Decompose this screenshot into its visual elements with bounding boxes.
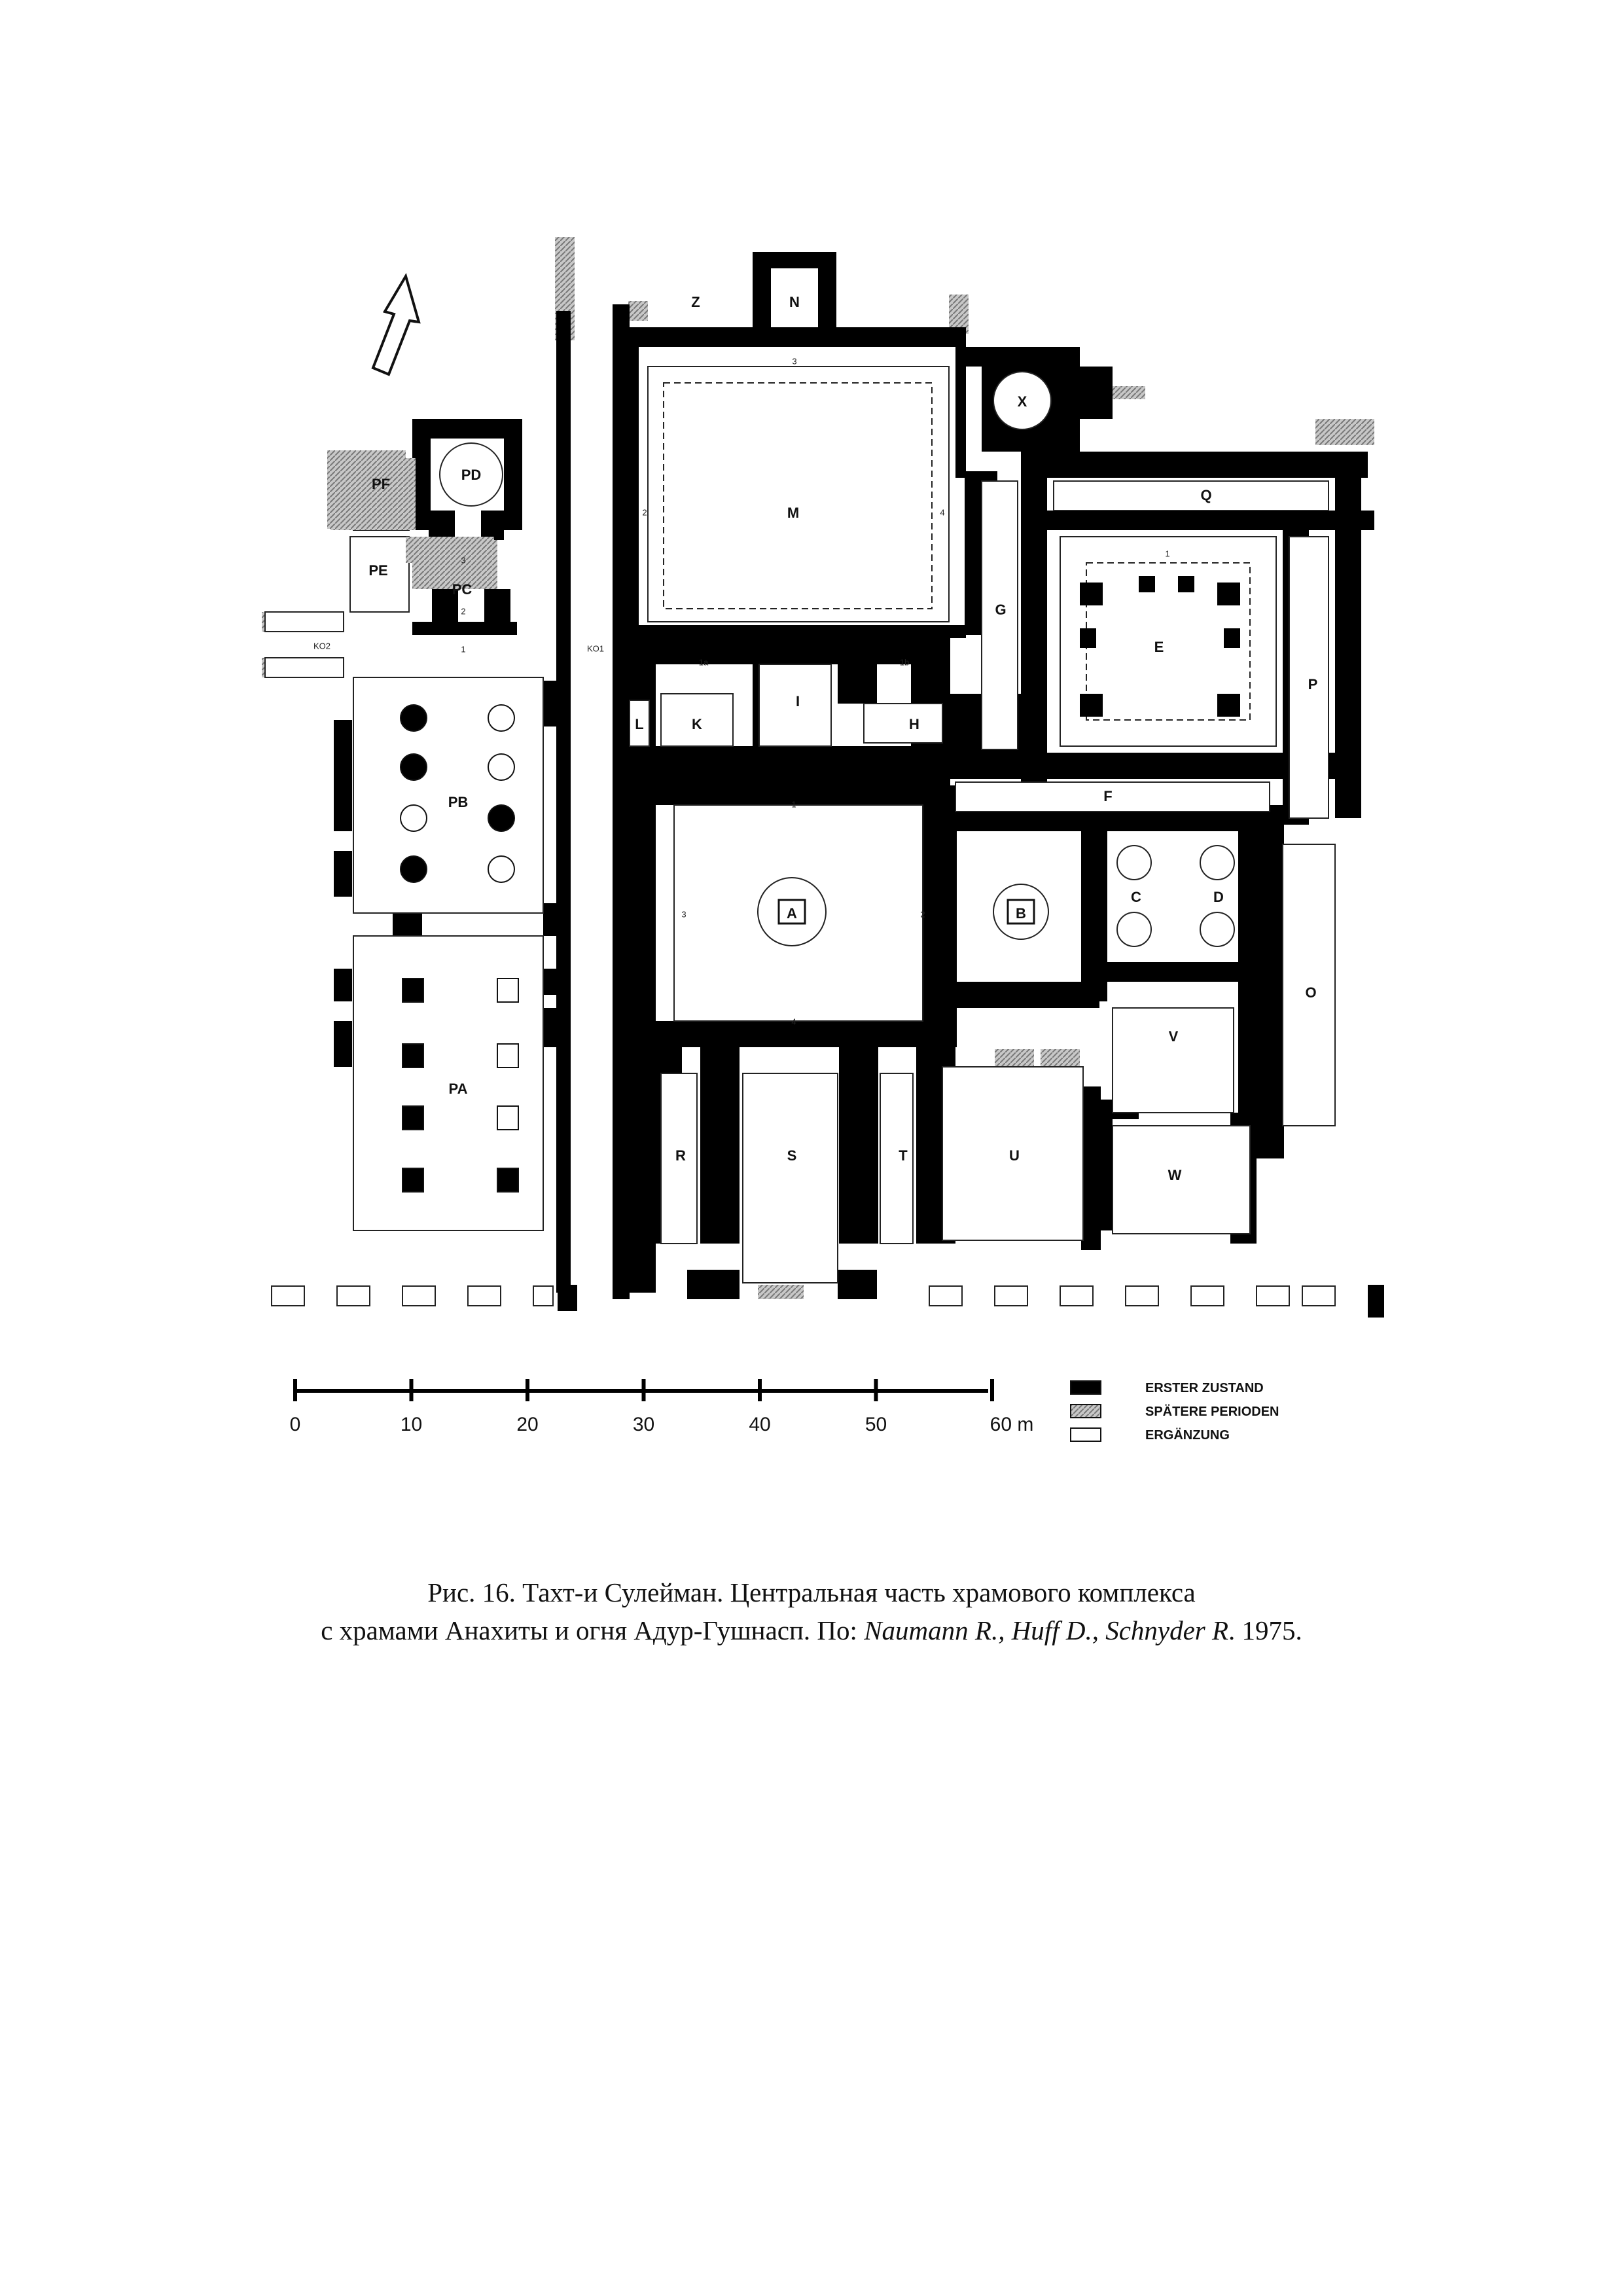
room-label-m: M	[787, 505, 799, 521]
room-label-u: U	[1009, 1147, 1020, 1164]
hatched-pc	[406, 537, 494, 563]
scale-tick-label: 20	[516, 1414, 538, 1435]
sub-label-10: 1	[791, 799, 796, 809]
sub-label-0: KO2	[313, 641, 330, 651]
sub-label-4: 1	[461, 644, 465, 654]
room-label-p: P	[1308, 676, 1318, 692]
room-label-c: C	[1131, 889, 1141, 905]
room-label-n: N	[789, 294, 800, 310]
legend: ERSTER ZUSTAND SPÄTERE PERIODEN ERGÄNZUNG	[1070, 1380, 1279, 1443]
room-label-t: T	[899, 1147, 908, 1164]
sub-label-12: 2	[920, 909, 925, 919]
room-label-a: A	[787, 905, 797, 922]
room-label-e: E	[1154, 639, 1164, 655]
e-court-pillars	[1080, 576, 1240, 717]
room-label-k: K	[692, 716, 702, 732]
south-bay-row	[271, 1285, 1336, 1306]
room-label-f: F	[1103, 788, 1112, 804]
pb-columns	[400, 704, 515, 883]
scale-bar: 0 10 20 30 40 50 60 m	[290, 1379, 1034, 1435]
room-label-pf: PF	[372, 476, 390, 492]
room-label-pa: PA	[449, 1081, 468, 1097]
room-label-q: Q	[1200, 487, 1211, 503]
scale-tick-label: 0	[290, 1414, 301, 1435]
room-label-g: G	[995, 601, 1006, 618]
room-label-o: O	[1305, 984, 1316, 1001]
sub-labels: KO2 KO1 3 2 1 1a 1b 3 2 4 1 3 2 4 1	[313, 356, 1170, 1026]
caption-line-2: с храмами Анахиты и огня Адур-Гушнасп. П…	[157, 1611, 1466, 1649]
room-label-b: B	[1016, 905, 1026, 922]
room-label-r: R	[675, 1147, 686, 1164]
legend-swatch	[1070, 1404, 1101, 1418]
legend-label: ERGÄNZUNG	[1145, 1427, 1230, 1443]
room-label-w: W	[1168, 1167, 1182, 1183]
rooms-outlines	[349, 366, 1336, 1283]
room-label-i: I	[796, 693, 800, 709]
caption-year: . 1975.	[1228, 1615, 1302, 1645]
altar-boxes	[777, 899, 1035, 925]
legend-label: ERSTER ZUSTAND	[1145, 1381, 1264, 1395]
sub-label-13: 4	[791, 1016, 796, 1026]
figure-caption: Рис. 16. Тахт-и Сулейман. Центральная ча…	[157, 1573, 1466, 1649]
room-label-pd: PD	[461, 467, 482, 483]
sub-label-9: 4	[940, 507, 944, 517]
room-label-pe: PE	[368, 562, 387, 579]
legend-label: SPÄTERE PERIODEN	[1145, 1404, 1279, 1419]
sub-label-14: 1	[1165, 548, 1169, 558]
room-label-l: L	[635, 716, 643, 732]
scale-tick-mark	[874, 1379, 878, 1401]
pa-piers	[402, 978, 519, 1193]
scale-tick-label: 10	[401, 1414, 422, 1435]
scale-tick-label: 60 m	[990, 1414, 1034, 1435]
room-labels: Z N X M Q PF PD PE PC E G P L K I H PB F A B C D O V PA R S T U W	[368, 294, 1317, 1183]
scale-tick-mark	[990, 1379, 994, 1401]
scale-tick-label: 40	[749, 1414, 770, 1435]
legend-swatch	[1070, 1427, 1101, 1442]
room-label-s: S	[787, 1147, 797, 1164]
sub-label-1: KO1	[587, 643, 604, 653]
sub-label-2: 3	[461, 555, 465, 565]
scale-tick-mark	[526, 1379, 529, 1401]
north-arrow-icon	[371, 272, 421, 376]
room-label-pc: PC	[452, 581, 473, 598]
scale-tick-mark	[409, 1379, 414, 1401]
sub-label-5: 1a	[699, 657, 709, 667]
scale-tick-mark	[641, 1379, 646, 1401]
room-label-h: H	[909, 716, 919, 732]
hatched-pf	[330, 458, 416, 530]
scale-tick-label: 30	[633, 1414, 654, 1435]
room-label-x: X	[1018, 393, 1027, 410]
caption-line-1: Рис. 16. Тахт-и Сулейман. Центральная ча…	[427, 1577, 1196, 1607]
room-label-d: D	[1213, 889, 1224, 905]
room-label-v: V	[1169, 1028, 1179, 1045]
channels	[264, 611, 344, 678]
caption-line-2-text: с храмами Анахиты и огня Адур-Гушнасп. П…	[321, 1615, 865, 1645]
scale-tick-mark	[293, 1379, 297, 1401]
sub-label-11: 3	[681, 909, 686, 919]
scale-tick-mark	[758, 1379, 762, 1401]
sub-label-8: 2	[642, 507, 647, 517]
room-label-pb: PB	[448, 794, 469, 810]
scale-tick-label: 50	[865, 1414, 887, 1435]
sub-label-7: 3	[792, 356, 796, 366]
caption-authors: Naumann R., Huff D., Schnyder R	[864, 1615, 1229, 1645]
room-label-z: Z	[691, 294, 700, 310]
sub-label-6: 1b	[900, 657, 909, 667]
sub-label-3: 2	[461, 606, 465, 616]
legend-swatch	[1070, 1380, 1101, 1395]
